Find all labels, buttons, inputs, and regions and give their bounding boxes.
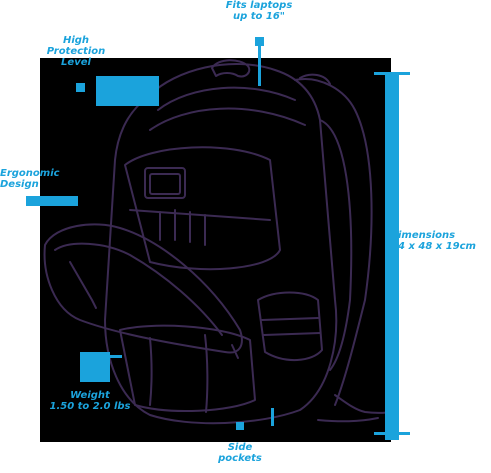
- mesh-lines: [262, 318, 320, 335]
- callout-ergonomic-line2: Design: [0, 179, 60, 190]
- callout-side-label: Side pockets: [210, 442, 270, 464]
- organizer-divider: [130, 210, 270, 220]
- callout-ergonomic-label: Ergonomic Design: [0, 168, 60, 190]
- callout-laptops-line: [258, 46, 261, 86]
- callout-side-line2: pockets: [210, 453, 270, 464]
- callout-side-line: [271, 408, 274, 426]
- card-slot-inner: [150, 174, 180, 194]
- zipper-track-mid: [150, 109, 305, 130]
- callout-laptops-label: Fits laptops up to 16": [214, 0, 304, 22]
- lower-front-pocket: [120, 326, 255, 411]
- callout-protection-line1: High: [36, 35, 116, 46]
- callout-weight-box: [80, 352, 110, 382]
- dimension-tick-bottom: [374, 432, 410, 435]
- callout-protection-label: High Protection Level: [36, 35, 116, 68]
- callout-protection-marker: [76, 83, 85, 92]
- callout-dimensions-label: imensions 4 x 48 x 19cm: [398, 230, 476, 252]
- callout-weight-line: [108, 355, 122, 358]
- flap-inner-line: [55, 244, 222, 335]
- strap-tail: [318, 418, 378, 421]
- flap-zipper: [70, 262, 96, 308]
- callout-dimensions-line1: imensions: [398, 230, 476, 241]
- callout-protection-line3: Level: [36, 57, 116, 68]
- callout-protection-line2: Protection: [36, 46, 116, 57]
- callout-laptops-line2: up to 16": [214, 11, 304, 22]
- strap-buckle: [335, 395, 392, 413]
- backpack-body-outline: [105, 64, 336, 423]
- callout-ergonomic-bar: [26, 196, 78, 206]
- callout-protection-box: [96, 76, 159, 106]
- callout-side-line1: Side: [210, 442, 270, 453]
- callout-weight-line1: Weight: [46, 390, 134, 401]
- callout-dimensions-line2: 4 x 48 x 19cm: [398, 241, 476, 252]
- lower-pocket-seam-2: [205, 335, 207, 412]
- callout-weight-label: Weight 1.50 to 2.0 lbs: [46, 390, 134, 412]
- top-handle: [212, 60, 249, 76]
- dimension-bar: [385, 72, 399, 440]
- callout-side-marker: [236, 422, 244, 430]
- inner-compartment: [125, 147, 280, 269]
- zipper-track-top: [158, 88, 295, 110]
- callout-laptops-line1: Fits laptops: [214, 0, 304, 11]
- dimension-tick-top: [374, 72, 410, 75]
- callout-weight-line2: 1.50 to 2.0 lbs: [46, 401, 134, 412]
- callout-ergonomic-line1: Ergonomic: [0, 168, 60, 179]
- lower-pocket-seam: [150, 338, 152, 405]
- side-pocket: [258, 293, 322, 361]
- callout-laptops-marker: [255, 37, 264, 46]
